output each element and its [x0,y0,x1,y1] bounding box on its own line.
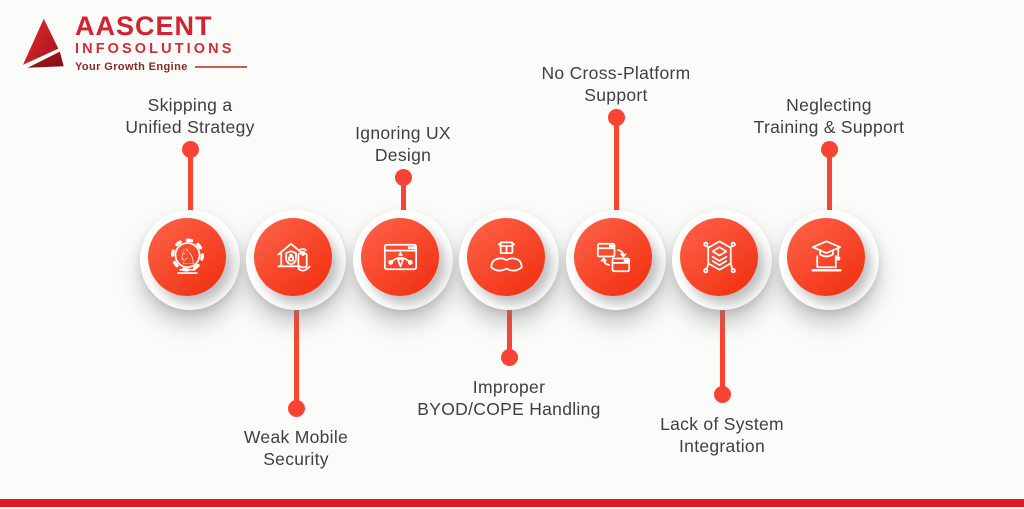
brand-tagline: Your Growth Engine [75,61,188,73]
system-integration-layers-icon [680,218,758,296]
connector-line [613,118,619,213]
cross-platform-windows-icon [574,218,652,296]
icon-ring [459,210,559,310]
connector-line [826,150,832,213]
connector-line [293,307,299,409]
item-label: Weak Mobile Security [243,427,349,469]
connector-dot [607,109,625,126]
connector-dot [713,386,731,403]
icon-ring [246,210,346,310]
brand-text: AASCENT INFOSOLUTIONS Your Growth Engine [75,13,247,73]
home-mobile-security-icon [254,218,332,296]
item-label: Improper BYOD/COPE Handling [417,377,601,419]
connector-dot [181,141,199,158]
brand-tagline-row: Your Growth Engine [75,61,247,73]
connector-dot [394,169,412,186]
icon-ring [353,210,453,310]
connector-dot [287,400,305,417]
ux-design-pen-icon [361,218,439,296]
brand-subtitle: INFOSOLUTIONS [75,41,235,57]
tagline-rule [194,66,247,68]
brand-logo: AASCENT INFOSOLUTIONS Your Growth Engine [20,13,247,75]
connector-line [187,150,193,213]
icon-ring [672,210,772,310]
item-label: No Cross-Platform Support [541,63,691,105]
connector-dot [820,141,838,158]
connector-line [400,178,406,213]
item-label: Ignoring UX Design [355,123,451,165]
item-label: Lack of System Integration [660,414,784,456]
hands-holding-box-icon [467,218,545,296]
brand-name: AASCENT [75,11,213,41]
icon-ring [566,210,666,310]
svg-text:♘: ♘ [177,244,196,269]
aascent-triangle-logo-icon [23,18,64,68]
icon-ring [779,210,879,310]
training-laptop-cap-icon [787,218,865,296]
connector-line [719,307,725,395]
icon-ring: ♘ [140,210,240,310]
connector-line [506,307,512,358]
bottom-accent-bar [0,499,1024,507]
item-label: Skipping a Unified Strategy [125,95,255,137]
strategy-gear-knight-icon: ♘ [148,218,226,296]
item-label: Neglecting Training & Support [753,95,905,137]
connector-dot [500,349,518,366]
